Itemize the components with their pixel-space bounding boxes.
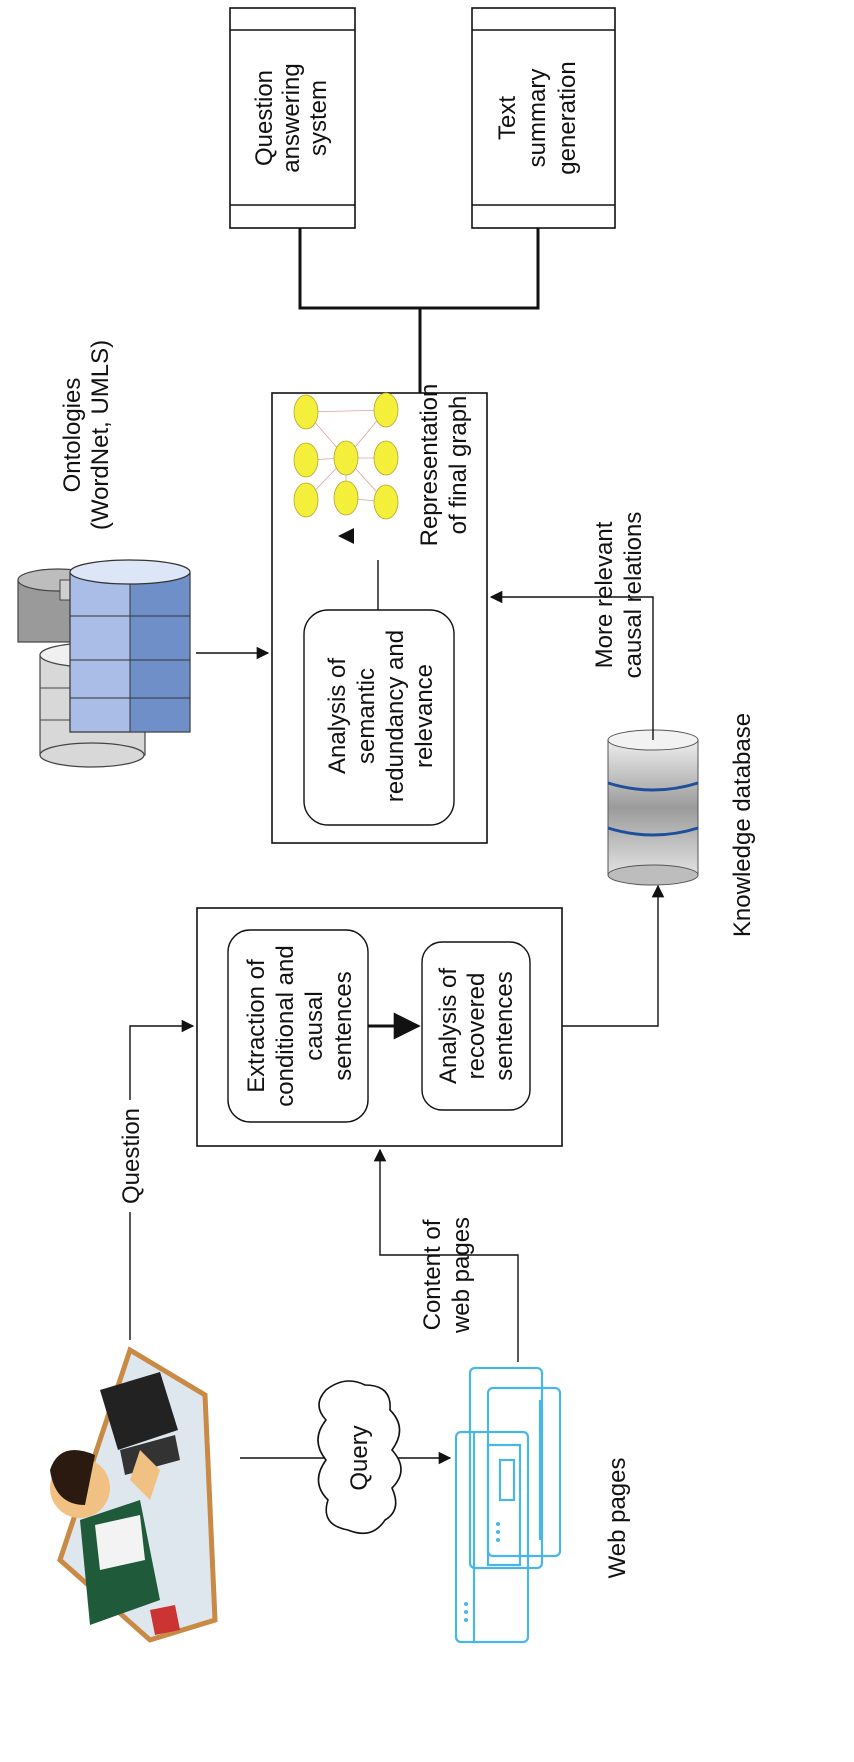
recovered-line-2: recovered: [463, 973, 490, 1080]
knowledge-database-label: Knowledge database: [729, 713, 756, 937]
content-arrow: [373, 1148, 519, 1362]
extraction-line-2: conditional and: [272, 945, 299, 1106]
final-graph-box: Analysis of semantic redundancy and rele…: [271, 384, 488, 844]
extraction-box: Extraction of conditional and causal sen…: [196, 907, 563, 1147]
knowledge-to-graph-arrow: [489, 590, 654, 740]
ontologies-label: Ontologies (WordNet, UMLS): [59, 340, 114, 530]
extraction-to-knowledge-arrow: [562, 884, 665, 1027]
content-line-1: Content of: [419, 1219, 446, 1330]
semantic-analysis-line-1: Analysis of: [324, 658, 351, 774]
ontology-database-icon: [17, 559, 191, 768]
semantic-analysis-line-4: relevance: [411, 664, 438, 768]
ontologies-line-1: Ontologies: [59, 378, 86, 493]
question-arrow: [129, 1019, 195, 1340]
more-relevant-line-1: More relevant: [591, 521, 618, 668]
final-graph-line-2: of final graph: [445, 396, 472, 535]
extraction-line-1: Extraction of: [243, 959, 270, 1093]
user-at-computer-icon: [50, 1346, 218, 1643]
text-summary-line-1: Text: [494, 96, 521, 140]
content-line-2: web pages: [448, 1217, 475, 1334]
web-pages-icon: [454, 1366, 562, 1644]
text-summary-box: Text summary generation: [471, 7, 616, 229]
recovered-line-1: Analysis of: [435, 968, 462, 1084]
text-summary-line-3: generation: [554, 61, 581, 174]
recovered-line-3: sentences: [491, 971, 518, 1080]
web-pages-label: Web pages: [604, 1458, 631, 1579]
knowledge-database-icon: [607, 729, 699, 886]
extraction-line-4: sentences: [330, 971, 357, 1080]
final-graph-line-1: Representation: [416, 384, 443, 547]
semantic-analysis-line-2: semantic: [353, 668, 380, 764]
question-answering-line-1: Question: [251, 70, 278, 166]
text-summary-line-2: summary: [524, 69, 551, 168]
cloud-icon: Query: [317, 1380, 402, 1535]
more-relevant-line-2: causal relations: [620, 512, 647, 679]
more-relevant-label: More relevant causal relations: [591, 512, 647, 679]
question-answering-line-2: answering: [278, 63, 305, 172]
question-answering-box: Question answering system: [229, 7, 356, 229]
question-answering-line-3: system: [305, 80, 332, 156]
ontologies-line-2: (WordNet, UMLS): [87, 340, 114, 530]
question-label: Question: [118, 1108, 145, 1204]
extraction-line-3: causal: [301, 991, 328, 1060]
query-label: Query: [346, 1425, 373, 1490]
output-connector: [298, 228, 540, 393]
semantic-analysis-line-3: redundancy and: [382, 630, 409, 802]
graph-thumbnail-icon: [293, 392, 399, 544]
